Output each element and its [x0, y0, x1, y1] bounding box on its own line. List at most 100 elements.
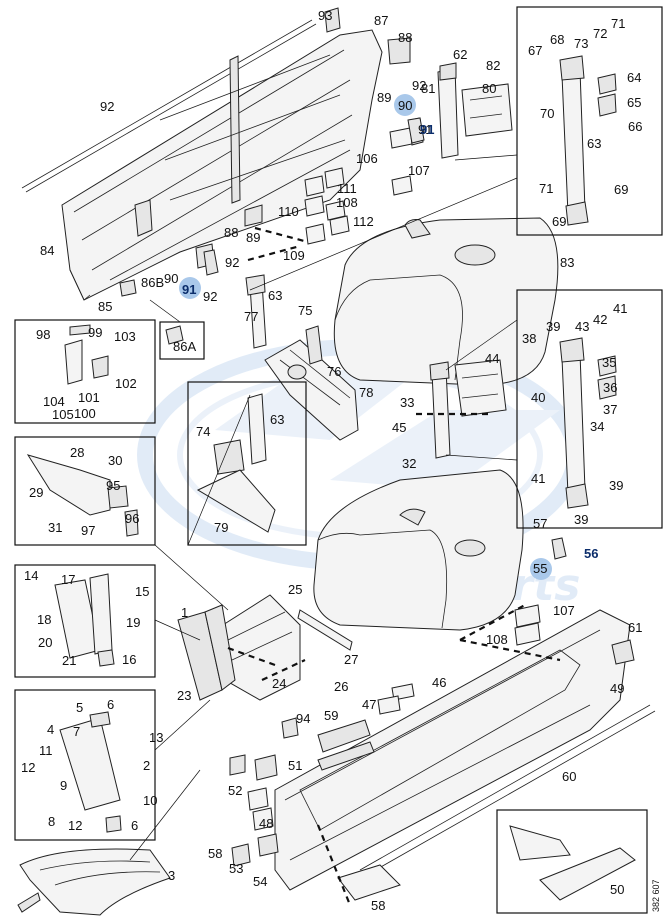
callout-label: 48 [259, 816, 273, 831]
callout-label: 64 [627, 70, 641, 85]
callout-label: 91 [418, 122, 432, 137]
fuel-tank-84 [333, 217, 559, 386]
small-brackets-lower [229, 717, 299, 867]
callout-label: 38 [522, 331, 536, 346]
callout-label: 86B [141, 275, 164, 290]
callout-label: 63 [270, 412, 284, 427]
callout-label: 60 [562, 769, 576, 784]
callout-label: 39 [574, 512, 588, 527]
callout-label: 71 [611, 16, 625, 31]
callout-label: 78 [359, 385, 373, 400]
callout-label: 3 [168, 868, 175, 883]
dashed-connectors [227, 226, 561, 906]
callout-label: 31 [48, 520, 62, 535]
callout-label: 85 [98, 299, 112, 314]
callout-label: 109 [283, 248, 305, 263]
callout-label: 2 [143, 758, 150, 773]
callout-label: 9 [60, 778, 67, 793]
callout-label: 107 [408, 163, 430, 178]
callout-label: 16 [122, 652, 136, 667]
callout-label: 44 [485, 351, 499, 366]
callout-label: 7 [73, 724, 80, 739]
callout-label: 39 [546, 319, 560, 334]
callout-label: 42 [593, 312, 607, 327]
callout-label: 95 [106, 478, 120, 493]
callout-label: 105 [52, 407, 74, 422]
callout-label: 59 [324, 708, 338, 723]
callout-label: 101 [78, 390, 100, 405]
callout-label: 41 [531, 471, 545, 486]
callout-label: 12 [68, 818, 82, 833]
callout-label: 61 [628, 620, 642, 635]
callout-label: 73 [574, 36, 588, 51]
callout-label: 49 [610, 681, 624, 696]
callout-label: 88 [398, 30, 412, 45]
callout-label: 90 [398, 98, 412, 113]
callout-label: 82 [486, 58, 500, 73]
callout-label: 27 [344, 652, 358, 667]
callout-label: 14 [24, 568, 38, 583]
callout-label: 36 [603, 380, 617, 395]
callout-label: 5 [76, 700, 83, 715]
callout-label: 30 [108, 453, 122, 468]
callout-label: 19 [126, 615, 140, 630]
callout-label: 108 [336, 195, 358, 210]
callout-label: 87 [374, 13, 388, 28]
callout-label: 35 [602, 355, 616, 370]
frame-bracket-25 [177, 594, 353, 701]
inset-boxes [14, 6, 663, 914]
callout-label: 45 [392, 420, 406, 435]
callout-label: 89 [246, 230, 260, 245]
callout-label: 25 [288, 582, 302, 597]
callout-label: 107 [553, 603, 575, 618]
callout-label: 94 [296, 711, 310, 726]
inset-connectors [129, 154, 518, 861]
callout-label: 103 [114, 329, 136, 344]
inset-contents [26, 55, 636, 901]
callout-label: 8 [48, 814, 55, 829]
callout-label: 41 [613, 301, 627, 316]
callout-label: 6 [107, 697, 114, 712]
callout-label: 74 [196, 424, 210, 439]
callout-label: 100 [74, 406, 96, 421]
callout-label: 81 [421, 81, 435, 96]
callout-label: 111 [337, 181, 357, 196]
callout-label: 24 [272, 676, 286, 691]
highlight-91-left [179, 277, 201, 299]
callout-label: 29 [29, 485, 43, 500]
callout-label: 13 [149, 730, 163, 745]
callout-label: 110 [278, 204, 299, 219]
bracket-33 [429, 359, 507, 459]
callout-label: 51 [288, 758, 302, 773]
callout-label: 92 [203, 289, 217, 304]
callout-label: 23 [177, 688, 191, 703]
callout-label: 52 [228, 783, 242, 798]
callout-label: 28 [70, 445, 84, 460]
callout-label: 92 [225, 255, 239, 270]
callout-label: 96 [125, 511, 139, 526]
callout-label: 108 [486, 632, 508, 647]
callout-label: 69 [614, 182, 628, 197]
callout-label: 92 [412, 78, 426, 93]
callout-label: 39 [609, 478, 623, 493]
callout-label: 71 [539, 181, 553, 196]
bracket-63-mid [245, 274, 359, 441]
callout-label: 77 [244, 309, 258, 324]
callout-label: 66 [628, 119, 642, 134]
callout-label: 58 [371, 898, 385, 913]
highlight-91-top [394, 94, 416, 116]
callout-label: 57 [533, 516, 547, 531]
callout-label: 55 [533, 561, 547, 576]
callout-label: 70 [540, 106, 554, 121]
callout-label: 99 [88, 325, 102, 340]
callout-label: 104 [43, 394, 65, 409]
callout-label: 40 [531, 390, 545, 405]
callout-label: 58 [208, 846, 222, 861]
callout-label: 11 [39, 743, 53, 758]
callout-label: 86A [173, 339, 196, 354]
mudguard-3 [17, 848, 171, 916]
callout-label: 12 [21, 760, 35, 775]
callout-label: 84 [40, 243, 54, 258]
bracket-63-top [437, 62, 513, 159]
